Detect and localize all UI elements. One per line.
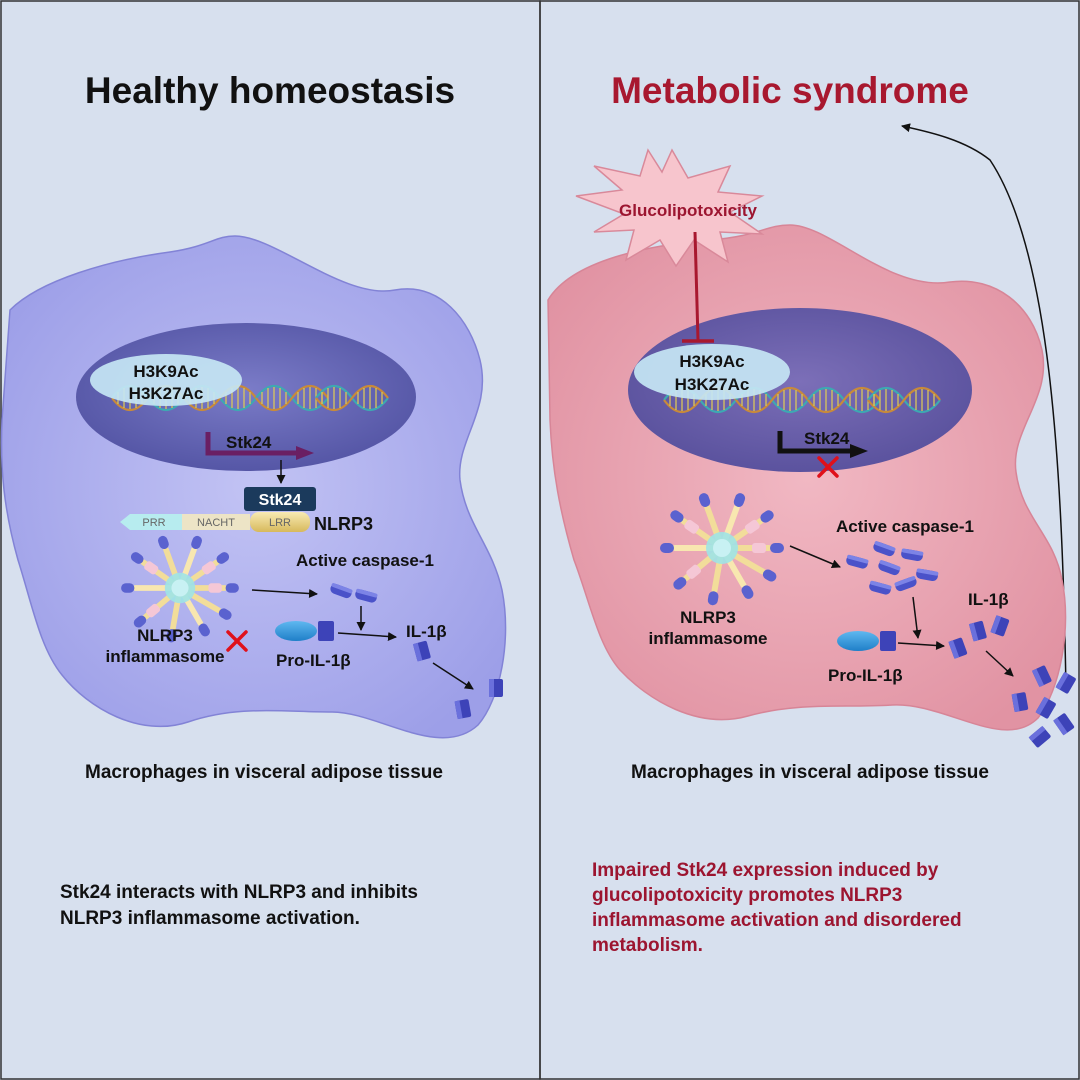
left-pro-il1b-label: Pro-IL-1β (276, 651, 351, 670)
right-inflammasome-label-1: NLRP3 (680, 608, 736, 627)
left-inflammasome-label-1: NLRP3 (137, 626, 193, 645)
left-arrow-secretion (432, 662, 474, 690)
right-transcription-arrow (777, 431, 852, 454)
right-stress-label: Glucolipotoxicity (619, 201, 757, 220)
right-title: Metabolic syndrome (611, 70, 969, 111)
left-arrow-to-caspase (251, 589, 318, 599)
domain-prr-label: PRR (142, 517, 165, 529)
left-mark-h3k9ac: H3K9Ac (133, 362, 198, 381)
left-transcription-arrow (205, 432, 298, 456)
right-caption: Macrophages in visceral adipose tissue (631, 762, 989, 783)
left-secreted-il1b-1 (489, 679, 503, 697)
right-transcription-cross-icon (817, 456, 839, 478)
right-acetylation-badge (634, 344, 790, 400)
left-nlrp3-domains: PRR NACHT LRR (120, 512, 310, 532)
left-title: Healthy homeostasis (85, 70, 455, 111)
left-nlrp3-label: NLRP3 (314, 514, 373, 534)
right-feedback-arrow (901, 123, 1067, 691)
right-arrow-secretion (985, 650, 1014, 677)
left-summary-line-2: NLRP3 inflammasome activation. (60, 908, 360, 929)
right-mark-h3k27ac: H3K27Ac (675, 375, 750, 394)
domain-prr (120, 514, 182, 530)
left-arrow-to-il1b (337, 631, 397, 641)
left-inhibition-cross-icon (226, 630, 248, 652)
right-mark-h3k9ac: H3K9Ac (679, 352, 744, 371)
right-arrow-to-il1b (897, 640, 945, 650)
right-panel: Metabolic syndrome H3K9Ac H3K27Ac Glucol… (547, 70, 1077, 956)
right-gene-label: Stk24 (804, 429, 850, 448)
left-macrophage-cell (0, 235, 507, 739)
right-arrow-caspase-down (912, 596, 922, 639)
domain-lrr-label: LRR (269, 517, 291, 529)
domain-nacht (182, 514, 250, 530)
domain-lrr (250, 512, 310, 532)
right-inflammasome-label-2: inflammasome (648, 629, 767, 648)
right-pro-il1b (837, 631, 896, 651)
right-macrophage-cell (547, 224, 1067, 731)
left-active-caspase-label: Active caspase-1 (296, 551, 434, 570)
right-glucolipotoxicity-burst (575, 148, 765, 268)
right-summary-line-4: metabolism. (592, 935, 703, 956)
left-pro-il1b (275, 621, 334, 641)
right-summary-line-3: inflammasome activation and disordered (592, 910, 962, 931)
right-inhibition-line (693, 231, 700, 341)
left-acetylation-badge (90, 354, 242, 406)
left-il1b-label: IL-1β (406, 622, 447, 641)
left-gene-label: Stk24 (226, 433, 272, 452)
left-caption: Macrophages in visceral adipose tissue (85, 762, 443, 783)
right-summary-line-1: Impaired Stk24 expression induced by (592, 860, 939, 881)
left-stk24-protein-label: Stk24 (259, 492, 302, 509)
right-active-caspase-label: Active caspase-1 (836, 517, 974, 536)
left-panel: Healthy homeostasis H3K9Ac H3K27Ac Stk24… (0, 70, 507, 929)
left-mark-h3k27ac: H3K27Ac (129, 384, 204, 403)
left-summary-line-1: Stk24 interacts with NLRP3 and inhibits (60, 882, 418, 903)
right-pro-il1b-label: Pro-IL-1β (828, 666, 903, 685)
domain-nacht-label: NACHT (197, 517, 235, 529)
right-il1b-label: IL-1β (968, 590, 1009, 609)
right-summary-line-2: glucolipotoxicity promotes NLRP3 (592, 885, 902, 906)
left-inflammasome-label-2: inflammasome (105, 647, 224, 666)
left-stk24-protein (244, 487, 316, 511)
right-arrow-to-caspase (789, 545, 841, 569)
